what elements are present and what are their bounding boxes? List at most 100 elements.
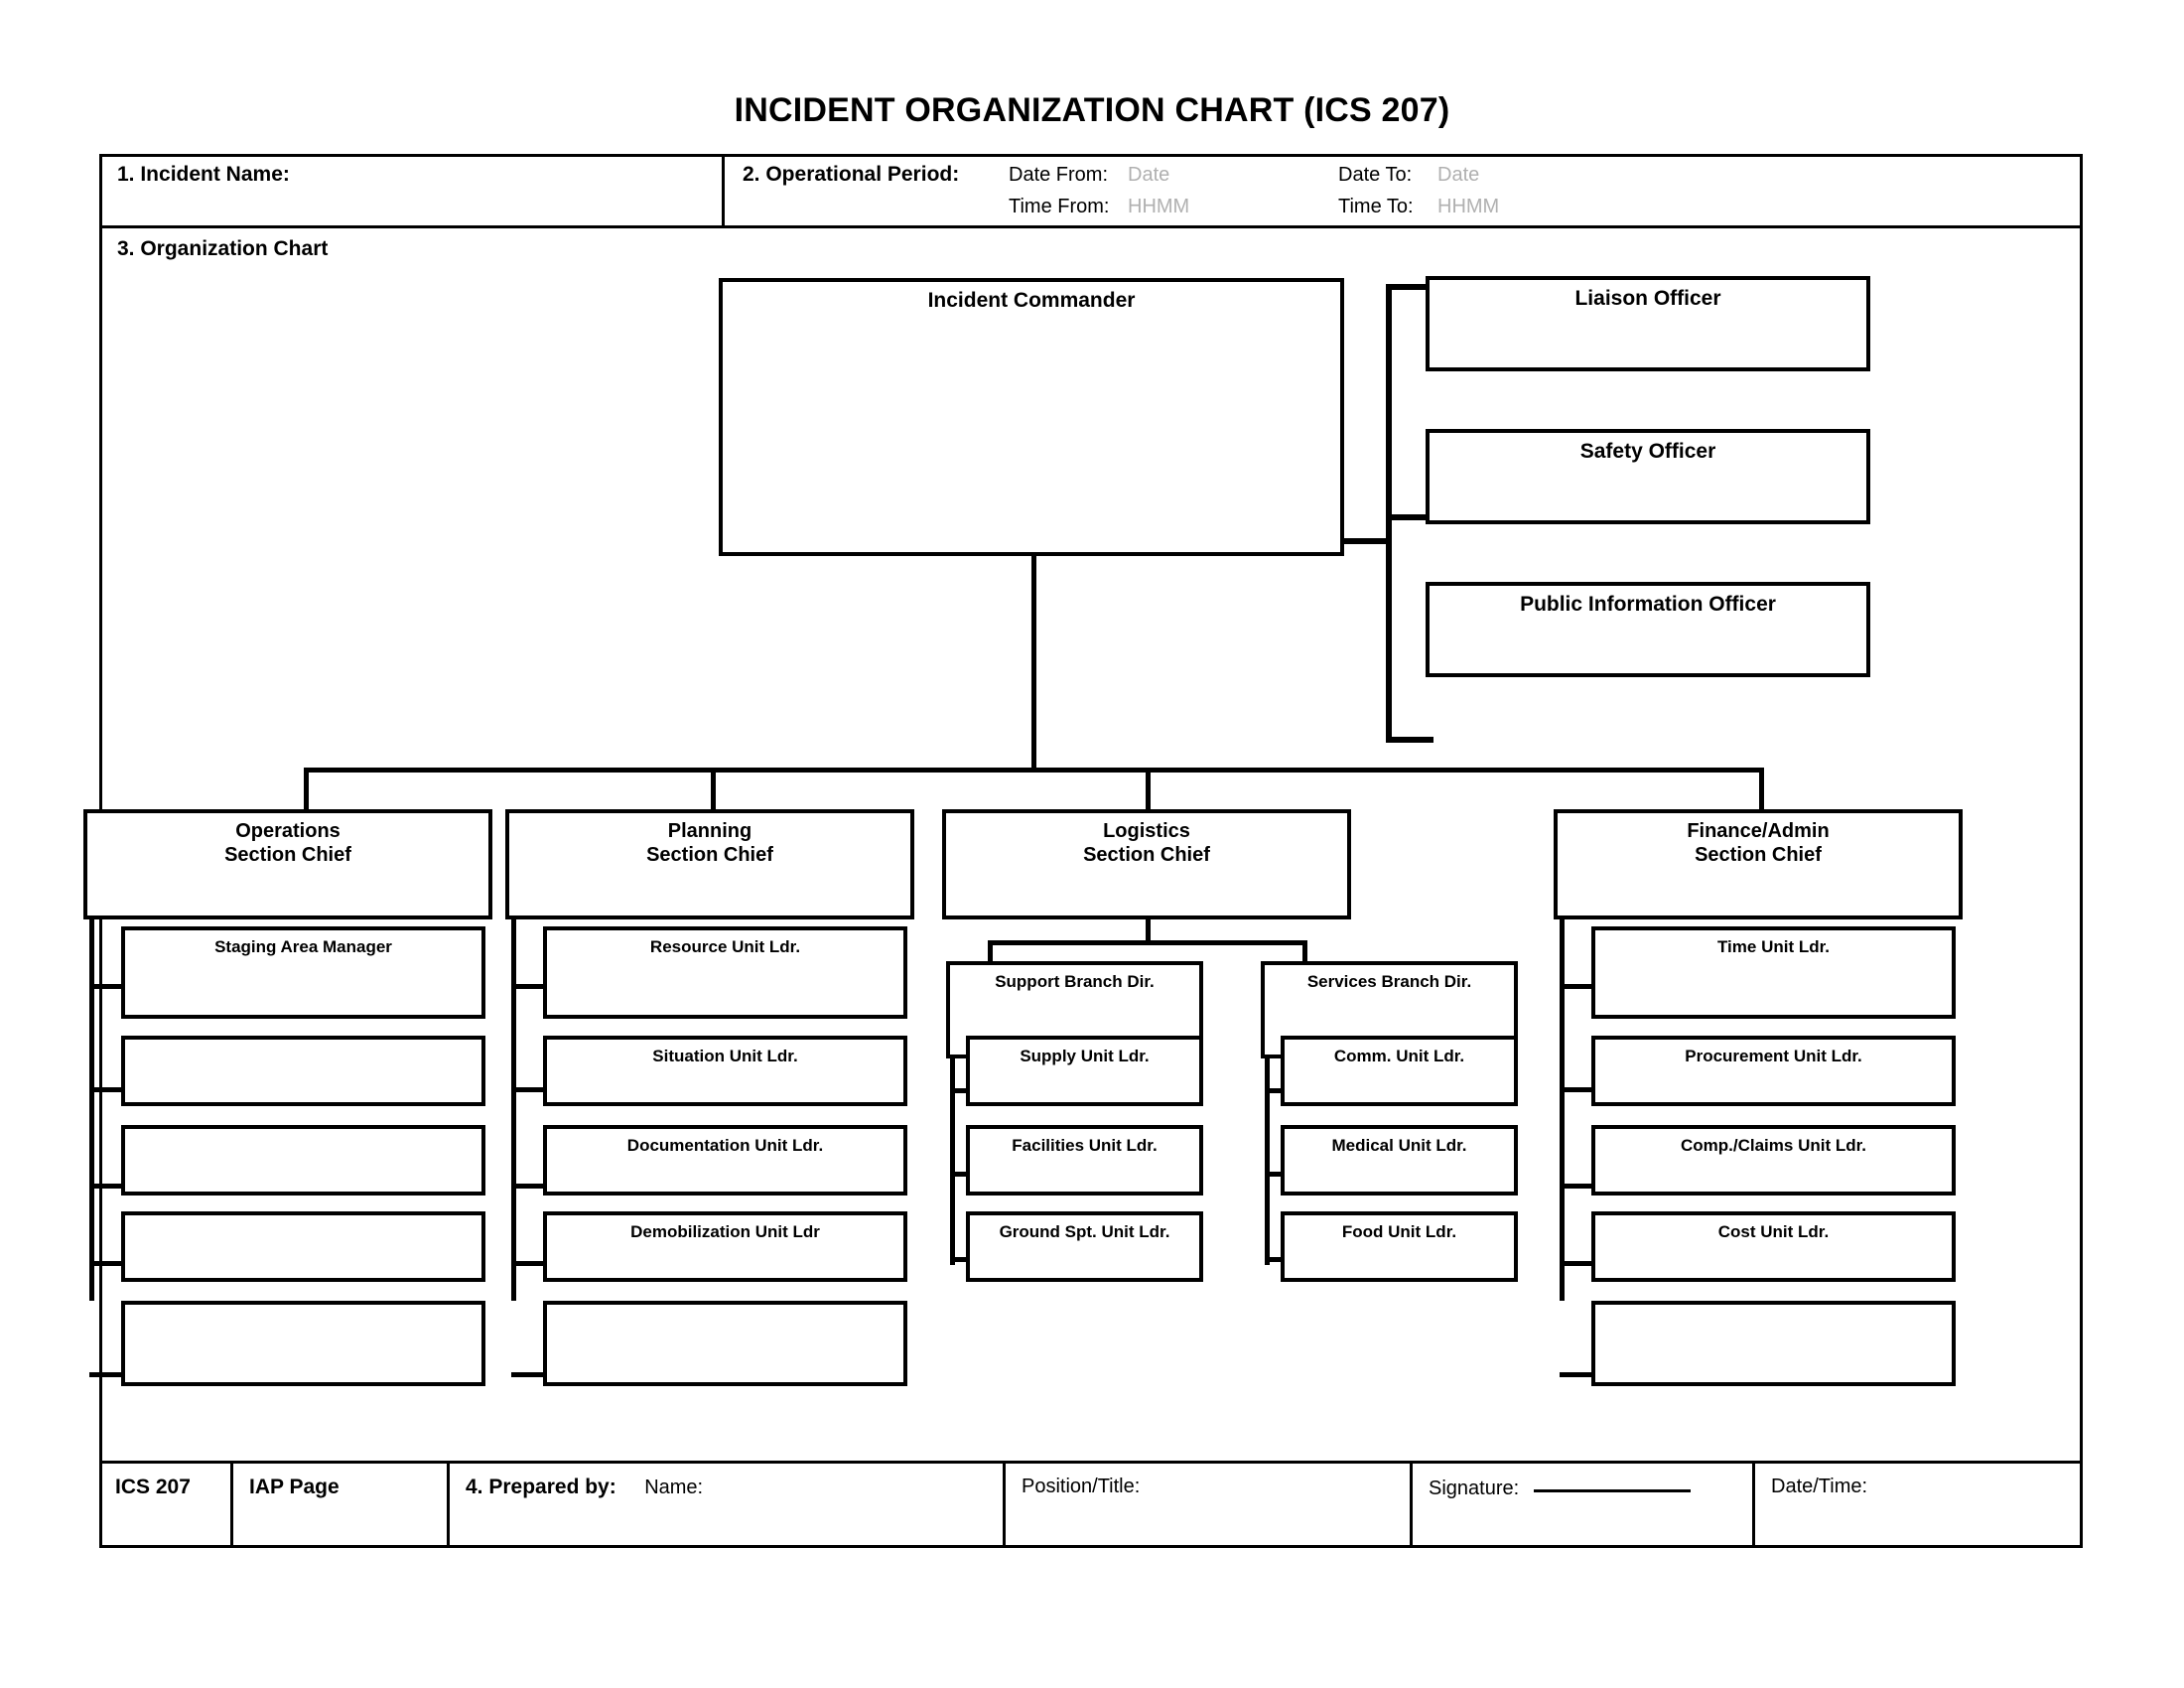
node-label-safety-officer: Safety Officer	[1579, 440, 1716, 463]
node-label-services-branch-child-3: Food Unit Ldr.	[1341, 1222, 1457, 1241]
connector-section-drop-operations	[304, 768, 309, 809]
connector-support-branch-bus	[950, 1055, 955, 1265]
connector-section-drop-logistics	[1146, 768, 1151, 809]
node-label-planning-section-chief: Planning Section Chief	[646, 820, 773, 866]
node-services-branch-child-3[interactable]: Food Unit Ldr.	[1281, 1211, 1518, 1282]
footer-signature[interactable]: Signature:	[1413, 1464, 1755, 1548]
connector-services-branch-bus	[1265, 1055, 1270, 1265]
node-label-planning-child-4: Demobilization Unit Ldr	[630, 1222, 820, 1241]
organization-chart-section: 3. Organization Chart Incident Commander…	[83, 228, 2083, 1464]
node-planning-child-1[interactable]: Resource Unit Ldr.	[543, 926, 907, 1019]
date-from-value[interactable]: Date	[1128, 164, 1170, 186]
node-planning-child-4[interactable]: Demobilization Unit Ldr	[543, 1211, 907, 1282]
node-label-logistics-section-chief: Logistics Section Chief	[1083, 820, 1210, 866]
node-operations-child-2[interactable]	[121, 1036, 485, 1106]
date-time-label: Date/Time:	[1771, 1476, 1868, 1497]
node-planning-child-5[interactable]	[543, 1301, 907, 1386]
node-services-branch-child-2[interactable]: Medical Unit Ldr.	[1281, 1125, 1518, 1196]
connector-services-branch-stub-2	[1265, 1172, 1285, 1177]
connector-operations-stub-4	[89, 1261, 125, 1266]
footer-prepared-by[interactable]: 4. Prepared by: Name:	[450, 1464, 1006, 1548]
time-to-label: Time To:	[1338, 196, 1414, 217]
node-planning-child-3[interactable]: Documentation Unit Ldr.	[543, 1125, 907, 1196]
node-operations-child-5[interactable]	[121, 1301, 485, 1386]
node-public-information-officer[interactable]: Public Information Officer	[1426, 582, 1870, 677]
node-label-support-branch-child-2: Facilities Unit Ldr.	[1012, 1136, 1158, 1155]
connector-command-stub-pio	[1386, 737, 1433, 743]
node-label-planning-child-2: Situation Unit Ldr.	[652, 1047, 798, 1065]
node-label-finance-child-3: Comp./Claims Unit Ldr.	[1680, 1136, 1867, 1155]
node-label-operations-child-3	[125, 1129, 481, 1136]
node-finance-admin-section-chief[interactable]: Finance/Admin Section Chief	[1554, 809, 1963, 919]
node-label-planning-child-5	[547, 1305, 903, 1312]
page-title: INCIDENT ORGANIZATION CHART (ICS 207)	[734, 91, 1450, 129]
connector-operations-stub-1	[89, 984, 125, 989]
node-finance-child-5[interactable]	[1591, 1301, 1956, 1386]
node-safety-officer[interactable]: Safety Officer	[1426, 429, 1870, 524]
footer-iap-page-label: IAP Page	[249, 1476, 340, 1498]
node-support-branch-child-1[interactable]: Supply Unit Ldr.	[966, 1036, 1203, 1106]
node-finance-child-1[interactable]: Time Unit Ldr.	[1591, 926, 1956, 1019]
connector-logistics-branch-bar	[988, 940, 1307, 945]
node-label-finance-child-2: Procurement Unit Ldr.	[1685, 1047, 1862, 1065]
footer-iap-page[interactable]: IAP Page	[233, 1464, 450, 1548]
name-label: Name:	[644, 1477, 704, 1498]
node-operations-child-3[interactable]	[121, 1125, 485, 1196]
connector-support-branch-stub-2	[950, 1172, 970, 1177]
position-title-label: Position/Title:	[1022, 1476, 1141, 1497]
node-finance-child-3[interactable]: Comp./Claims Unit Ldr.	[1591, 1125, 1956, 1196]
connector-support-branch-stub-1	[950, 1088, 970, 1093]
connector-command-bus-vertical	[1386, 284, 1392, 743]
connector-services-branch-stub-3	[1265, 1257, 1285, 1262]
connector-planning-stub-1	[511, 984, 547, 989]
node-label-finance-admin-section-chief: Finance/Admin Section Chief	[1687, 820, 1830, 866]
node-label-liaison-officer: Liaison Officer	[1574, 287, 1721, 310]
footer-date-time[interactable]: Date/Time:	[1755, 1464, 2083, 1548]
node-operations-child-4[interactable]	[121, 1211, 485, 1282]
node-operations-section-chief[interactable]: Operations Section Chief	[83, 809, 492, 919]
node-services-branch-child-1[interactable]: Comm. Unit Ldr.	[1281, 1036, 1518, 1106]
connector-planning-stub-4	[511, 1261, 547, 1266]
connector-ic-to-command-stub	[1344, 538, 1392, 544]
prepared-by-label: 4. Prepared by:	[466, 1476, 616, 1498]
node-incident-commander[interactable]: Incident Commander	[719, 278, 1344, 556]
node-label-finance-child-5	[1595, 1305, 1952, 1312]
date-to-value[interactable]: Date	[1437, 164, 1480, 186]
node-label-planning-child-1: Resource Unit Ldr.	[649, 937, 801, 956]
footer-position-title[interactable]: Position/Title:	[1006, 1464, 1413, 1548]
connector-command-stub-liaison	[1386, 284, 1433, 290]
node-operations-child-1[interactable]: Staging Area Manager	[121, 926, 485, 1019]
node-support-branch-child-3[interactable]: Ground Spt. Unit Ldr.	[966, 1211, 1203, 1282]
node-finance-child-2[interactable]: Procurement Unit Ldr.	[1591, 1036, 1956, 1106]
node-support-branch-child-2[interactable]: Facilities Unit Ldr.	[966, 1125, 1203, 1196]
signature-line[interactable]	[1533, 1476, 1691, 1492]
connector-finance-stub-2	[1560, 1087, 1595, 1092]
incident-name-field[interactable]: 1. Incident Name:	[99, 154, 725, 225]
node-label-finance-child-1: Time Unit Ldr.	[1716, 937, 1831, 956]
connector-logistics-branch-drop	[1146, 919, 1151, 945]
connector-services-branch-stub-1	[1265, 1088, 1285, 1093]
time-to-value[interactable]: HHMM	[1437, 196, 1500, 217]
node-finance-child-4[interactable]: Cost Unit Ldr.	[1591, 1211, 1956, 1282]
node-label-services-branch-director: Services Branch Dir.	[1306, 972, 1472, 991]
form-footer-row: ICS 207 IAP Page 4. Prepared by: Name: P…	[99, 1464, 2083, 1548]
connector-section-bus-horizontal	[304, 768, 1764, 773]
incident-name-label: 1. Incident Name:	[117, 163, 290, 186]
connector-finance-stub-4	[1560, 1261, 1595, 1266]
connector-operations-bus-vertical	[89, 919, 94, 1301]
node-logistics-section-chief[interactable]: Logistics Section Chief	[942, 809, 1351, 919]
operational-period-field[interactable]: 2. Operational Period: Date From: Date T…	[725, 154, 2083, 225]
organization-chart-label: 3. Organization Chart	[117, 237, 329, 260]
node-label-support-branch-child-3: Ground Spt. Unit Ldr.	[999, 1222, 1170, 1241]
node-liaison-officer[interactable]: Liaison Officer	[1426, 276, 1870, 371]
node-planning-section-chief[interactable]: Planning Section Chief	[505, 809, 914, 919]
connector-finance-stub-5	[1560, 1372, 1595, 1377]
connector-operations-stub-2	[89, 1087, 125, 1092]
connector-logistics-branch-drop-support	[988, 940, 993, 966]
node-label-incident-commander: Incident Commander	[927, 289, 1136, 312]
time-from-value[interactable]: HHMM	[1128, 196, 1190, 217]
connector-planning-stub-2	[511, 1087, 547, 1092]
node-planning-child-2[interactable]: Situation Unit Ldr.	[543, 1036, 907, 1106]
node-label-planning-child-3: Documentation Unit Ldr.	[626, 1136, 824, 1155]
